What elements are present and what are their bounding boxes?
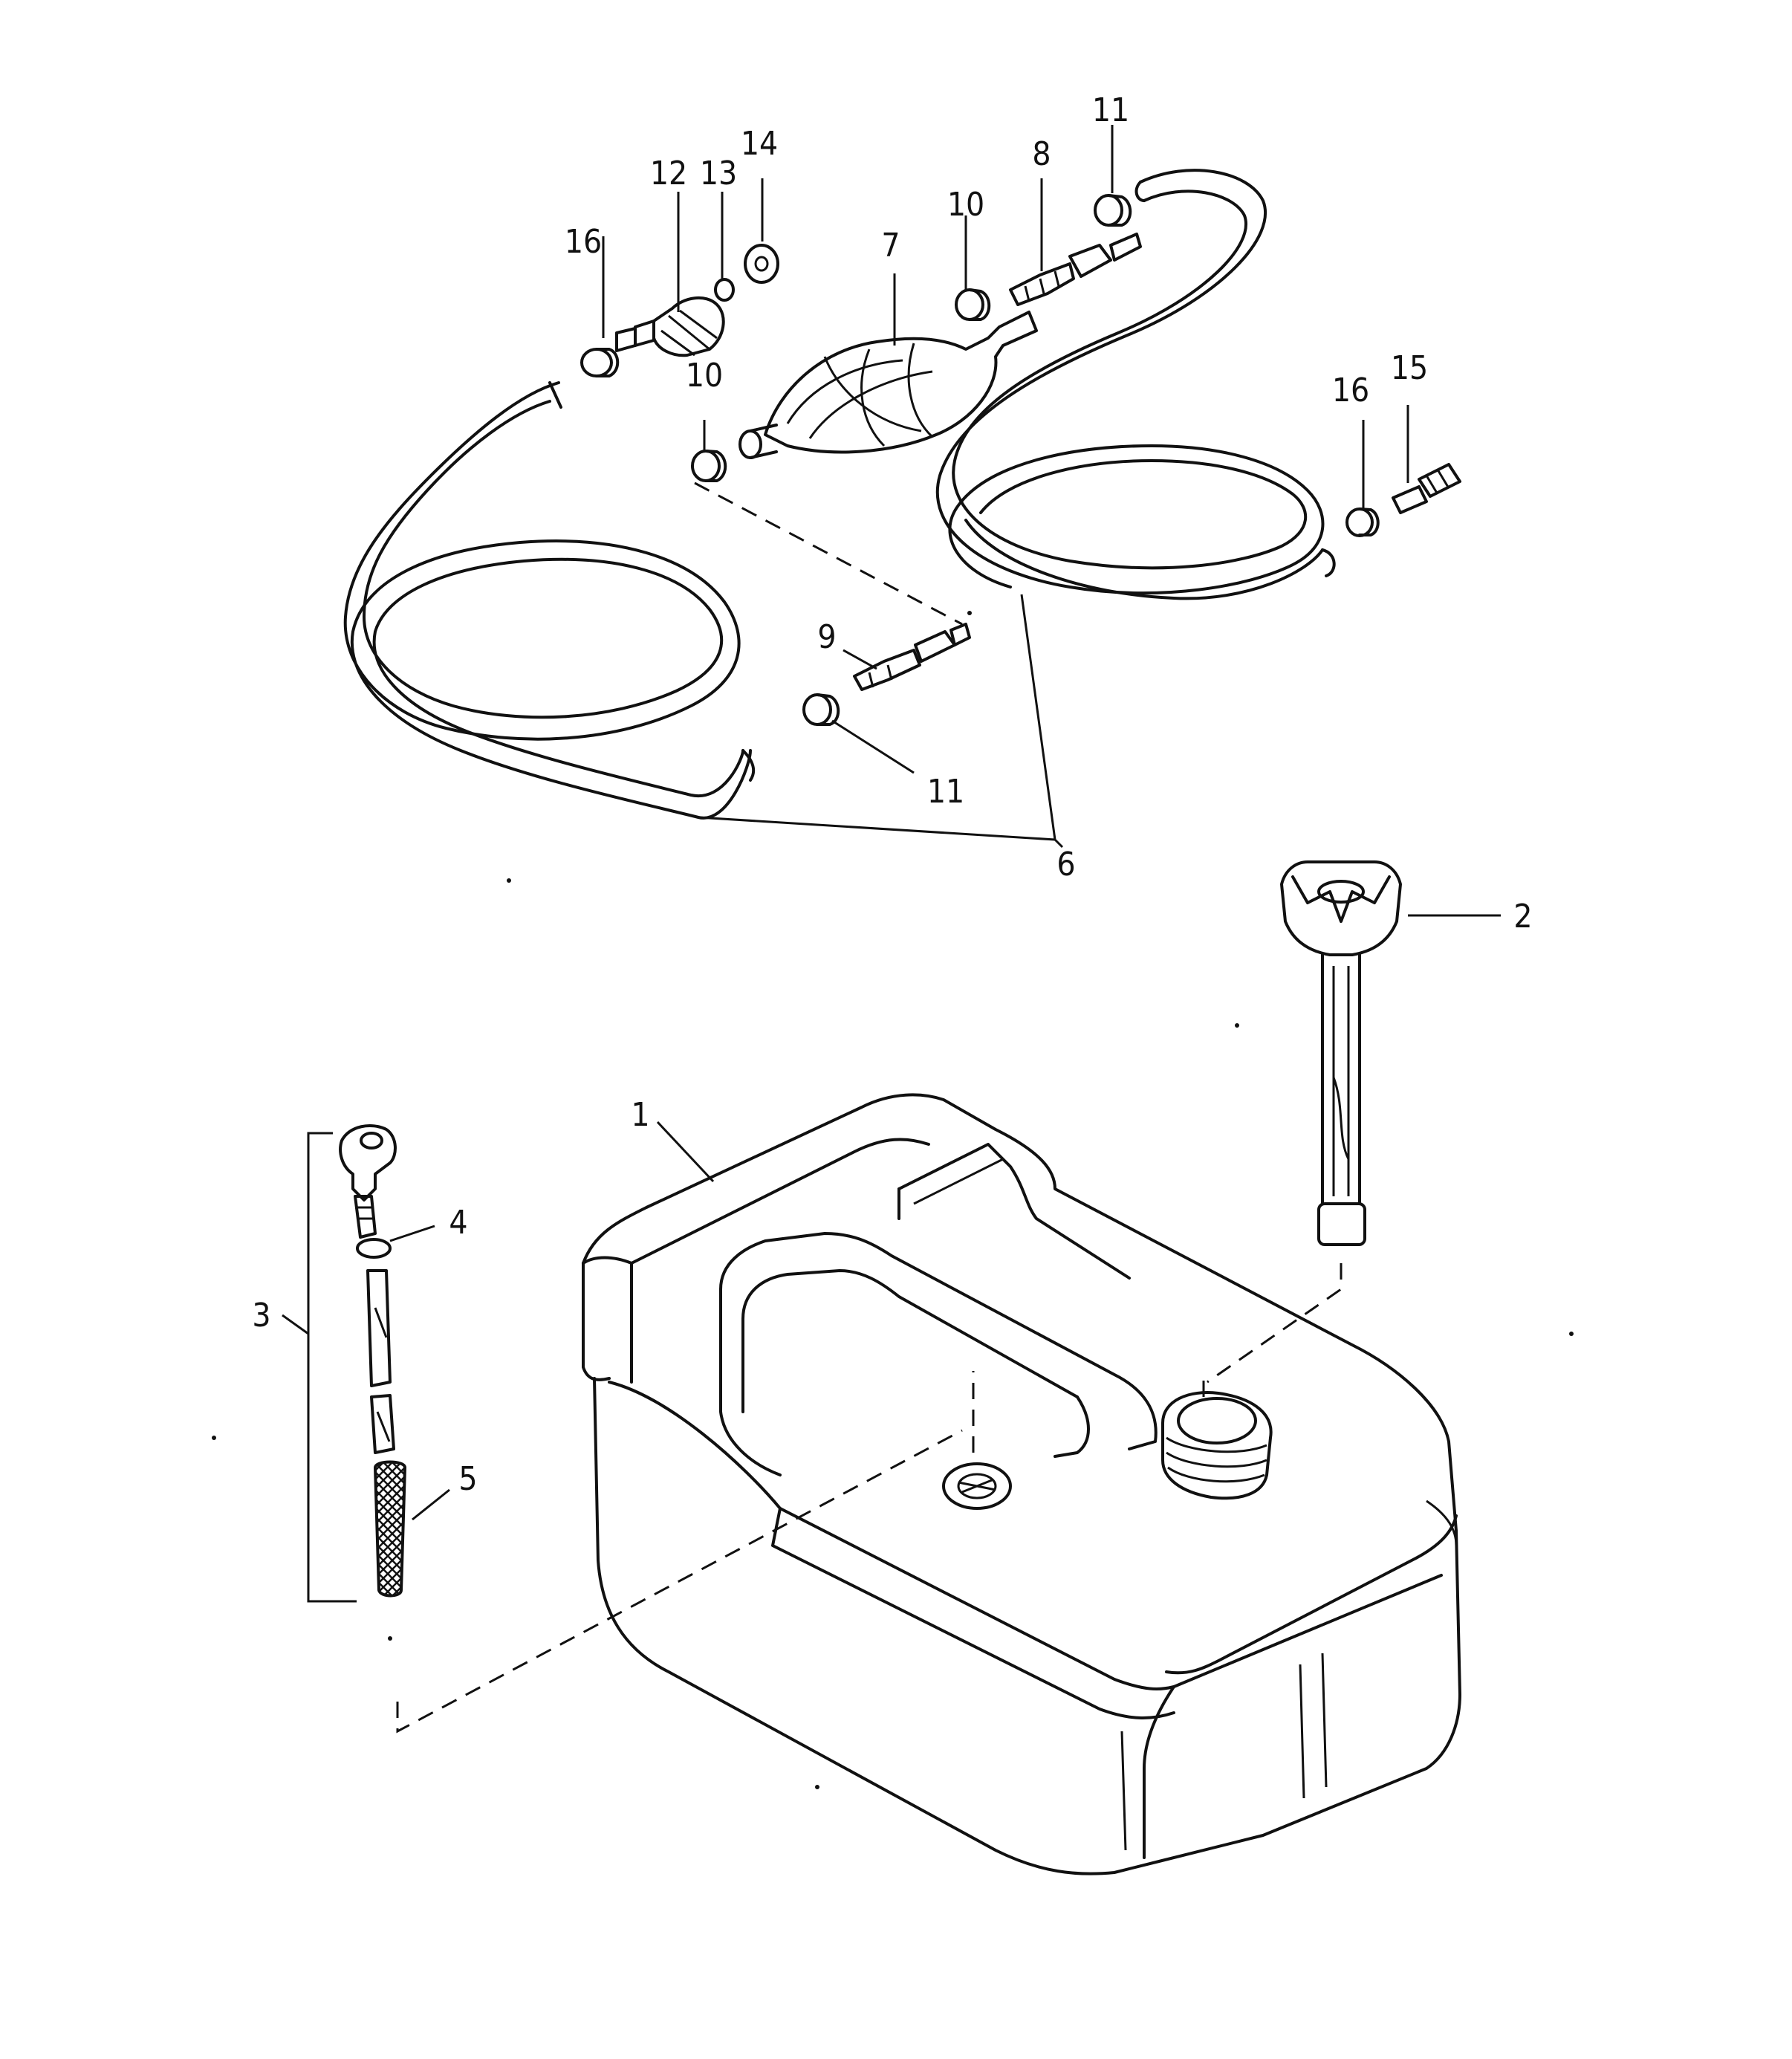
pickup-tube-assembly-3 <box>307 1124 407 1603</box>
callout-4: 4 <box>449 1204 467 1242</box>
dashed-link-upper <box>694 481 963 626</box>
speck <box>967 611 972 615</box>
o-ring-13 <box>714 278 735 302</box>
callout-16b: 16 <box>1332 372 1369 409</box>
primer-bulb <box>738 311 1038 459</box>
check-valve-8 <box>1009 233 1142 306</box>
callout-14: 14 <box>741 125 778 163</box>
speck <box>212 1436 216 1440</box>
fuel-tank-1 <box>582 1093 1461 1875</box>
callout-3: 3 <box>252 1297 270 1335</box>
speck <box>507 878 511 883</box>
callout-10a: 10 <box>686 357 723 395</box>
fuel-gauge-2 <box>1280 860 1402 1246</box>
washer-14 <box>744 244 779 284</box>
callout-7: 7 <box>881 227 900 265</box>
speck <box>815 1785 819 1789</box>
speck <box>388 1636 392 1641</box>
callout-16a: 16 <box>565 223 602 261</box>
leader-lines <box>282 125 1501 1521</box>
callout-13: 13 <box>700 155 737 192</box>
hose-clamp-16a <box>580 348 620 377</box>
o-ring-4 <box>356 1238 392 1259</box>
callout-11a: 11 <box>1092 91 1129 129</box>
callout-labels: 1 2 3 4 5 6 7 8 9 10 10 11 11 12 13 14 1… <box>252 91 1532 1498</box>
callout-2: 2 <box>1513 898 1532 936</box>
callout-15: 15 <box>1391 349 1428 387</box>
check-valve-9 <box>853 623 971 691</box>
hose-clamp-11b <box>802 693 840 726</box>
callout-5: 5 <box>458 1460 477 1498</box>
callout-6: 6 <box>1056 846 1075 883</box>
callout-11b: 11 <box>927 773 964 811</box>
engine-connector-15 <box>1392 463 1461 514</box>
hose-clamp-16b <box>1345 508 1380 537</box>
callout-9: 9 <box>817 618 836 656</box>
callout-1: 1 <box>631 1096 649 1134</box>
speck <box>1569 1332 1574 1336</box>
tank-connector-12 <box>615 296 725 357</box>
dashed-link-gauge <box>1207 1263 1343 1384</box>
callout-10b: 10 <box>947 186 984 224</box>
callout-12: 12 <box>650 155 687 192</box>
hose-clamp-10a <box>691 450 727 482</box>
hose-clamp-11a <box>1094 194 1132 227</box>
dashed-link-pickup-2 <box>396 1429 963 1734</box>
callout-8: 8 <box>1032 135 1051 173</box>
hose-clamp-10b <box>955 288 991 321</box>
fuel-hose-left-coil <box>343 381 756 820</box>
fuel-hose-right-coil <box>935 169 1336 600</box>
speck <box>1235 1023 1239 1028</box>
filter-screen-5 <box>373 1460 407 1598</box>
